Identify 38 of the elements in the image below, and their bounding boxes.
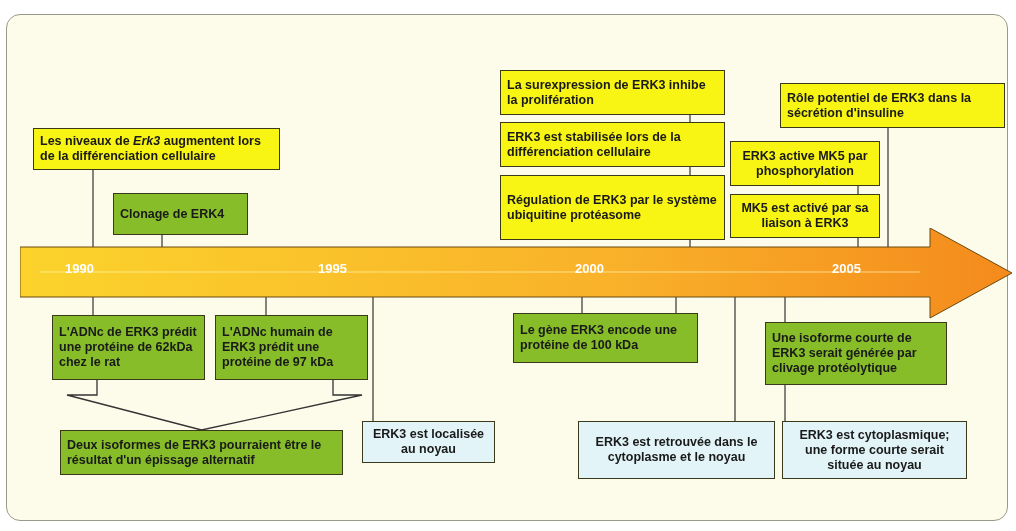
leader-line bbox=[857, 185, 859, 195]
year-label: 1990 bbox=[65, 261, 94, 276]
event-box: Clonage de ERK4 bbox=[113, 193, 248, 235]
event-box: La surexpression de ERK3 inhibe la prolifération bbox=[500, 70, 725, 115]
timeline-arrow bbox=[20, 228, 1014, 320]
leader-line bbox=[92, 296, 94, 316]
event-box: ERK3 est retrouvée dans le cytoplasme et le noyau bbox=[578, 421, 775, 479]
leader-line bbox=[161, 234, 163, 248]
leader-line bbox=[689, 239, 691, 248]
event-box: Deux isoformes de ERK3 pourraient être le résultat d'un épissage alternatif bbox=[60, 430, 343, 475]
leader-line bbox=[265, 296, 267, 316]
leader-line bbox=[857, 237, 859, 248]
event-box: ERK3 active MK5 par phosphorylation bbox=[730, 141, 880, 186]
leader-line bbox=[92, 169, 94, 248]
event-box: ERK3 est stabilisée lors de la différenciation cellulaire bbox=[500, 122, 725, 167]
event-box: Une isoforme courte de ERK3 serait générée par clivage protéolytique bbox=[765, 322, 947, 385]
leader-line bbox=[372, 296, 374, 422]
leader-line bbox=[734, 296, 736, 422]
year-label: 2005 bbox=[832, 261, 861, 276]
leader-line bbox=[784, 384, 786, 422]
year-label: 2000 bbox=[575, 261, 604, 276]
event-box: ERK3 est cytoplasmique; une forme courte serait située au noyau bbox=[782, 421, 967, 479]
leader-line bbox=[689, 166, 691, 176]
event-box: Régulation de ERK3 par le système ubiquitine protéasome bbox=[500, 175, 725, 240]
leader-line bbox=[675, 296, 677, 314]
leader-line bbox=[689, 114, 691, 123]
leader-line bbox=[581, 296, 583, 314]
event-box: Rôle potentiel de ERK3 dans la sécrétion d'insuline bbox=[780, 83, 1005, 128]
leader-line bbox=[887, 127, 889, 248]
event-box: L'ADNc humain de ERK3 prédit une protéine de 97 kDa bbox=[215, 315, 368, 380]
event-box: Le gène ERK3 encode une protéine de 100 kDa bbox=[513, 313, 698, 363]
year-label: 1995 bbox=[318, 261, 347, 276]
merge-arrow bbox=[66, 379, 363, 431]
event-box: ERK3 est localisée au noyau bbox=[362, 421, 495, 463]
event-box: MK5 est activé par sa liaison à ERK3 bbox=[730, 194, 880, 238]
event-box: L'ADNc de ERK3 prédit une protéine de 62kDa chez le rat bbox=[52, 315, 205, 380]
leader-line bbox=[784, 296, 786, 323]
event-box: Les niveaux de Erk3 augmentent lors de la différenciation cellulaire bbox=[33, 128, 280, 170]
